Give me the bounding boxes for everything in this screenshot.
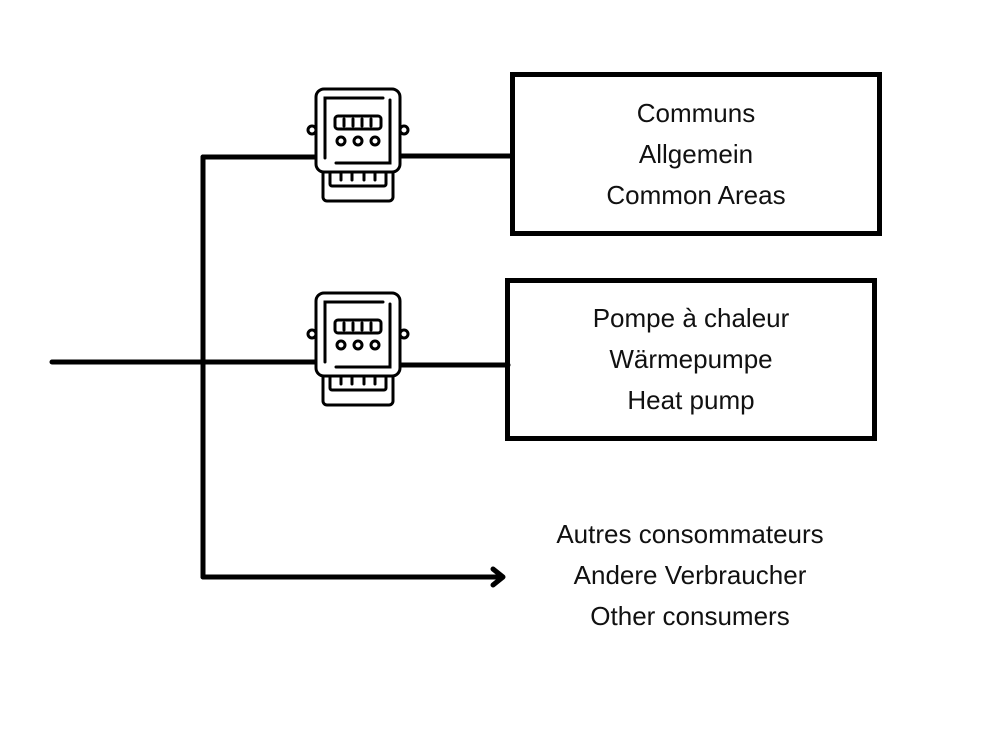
label-en: Heat pump [627, 385, 755, 415]
consumer-label-other-consumers: Autres consommateurs Andere Verbraucher … [510, 514, 870, 637]
label-de: Andere Verbraucher [573, 560, 807, 590]
label-fr: Pompe à chaleur [592, 303, 790, 333]
label-de: Allgemein [638, 138, 754, 169]
consumer-box-heat-pump: Pompe à chaleur Wärmepumpe Heat pump [505, 278, 877, 441]
consumer-box-common-areas: Communs Allgemein Common Areas [510, 72, 882, 236]
label-fr: Autres consommateurs [556, 519, 824, 549]
label-fr: Communs [636, 97, 756, 128]
label-en: Other consumers [590, 601, 790, 631]
electricity-meter-icon [306, 87, 410, 203]
arrow-right-icon [490, 566, 506, 588]
electricity-meter-icon [306, 291, 410, 407]
label-de: Wärmepumpe [609, 344, 773, 374]
label-en: Common Areas [606, 179, 786, 210]
